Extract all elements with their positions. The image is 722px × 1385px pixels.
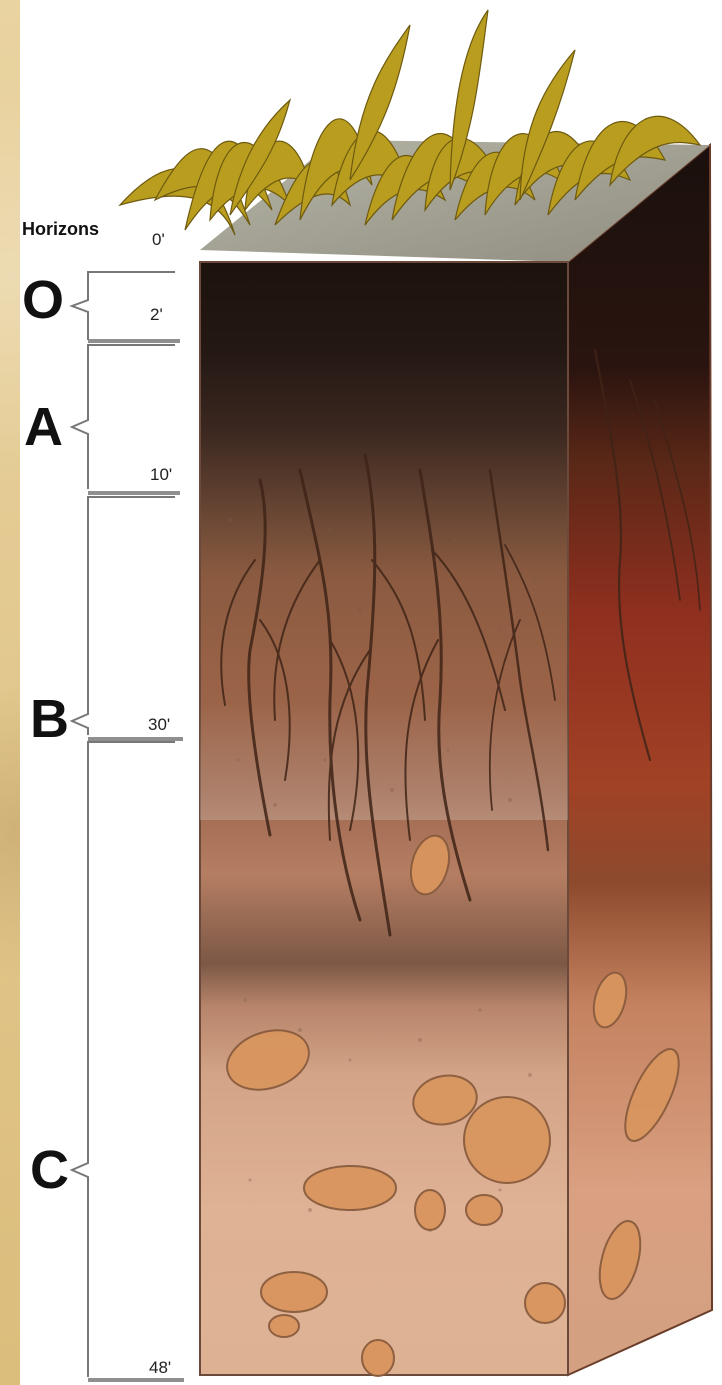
depth-mark-2: 2': [150, 305, 163, 324]
horizons-heading: Horizons: [22, 219, 99, 239]
depth-mark-30: 30': [148, 715, 170, 734]
soil-side-face: [568, 145, 712, 1375]
depth-mark-10: 10': [150, 465, 172, 484]
depth-mark-0: 0': [152, 230, 165, 249]
horizon-c-label: C: [30, 1140, 69, 1200]
horizon-b-label: B: [30, 689, 69, 749]
depth-mark-48: 48': [149, 1358, 171, 1377]
horizon-a-label: A: [24, 397, 63, 457]
horizon-brackets: [72, 272, 175, 1377]
horizon-o-label: O: [22, 270, 64, 330]
